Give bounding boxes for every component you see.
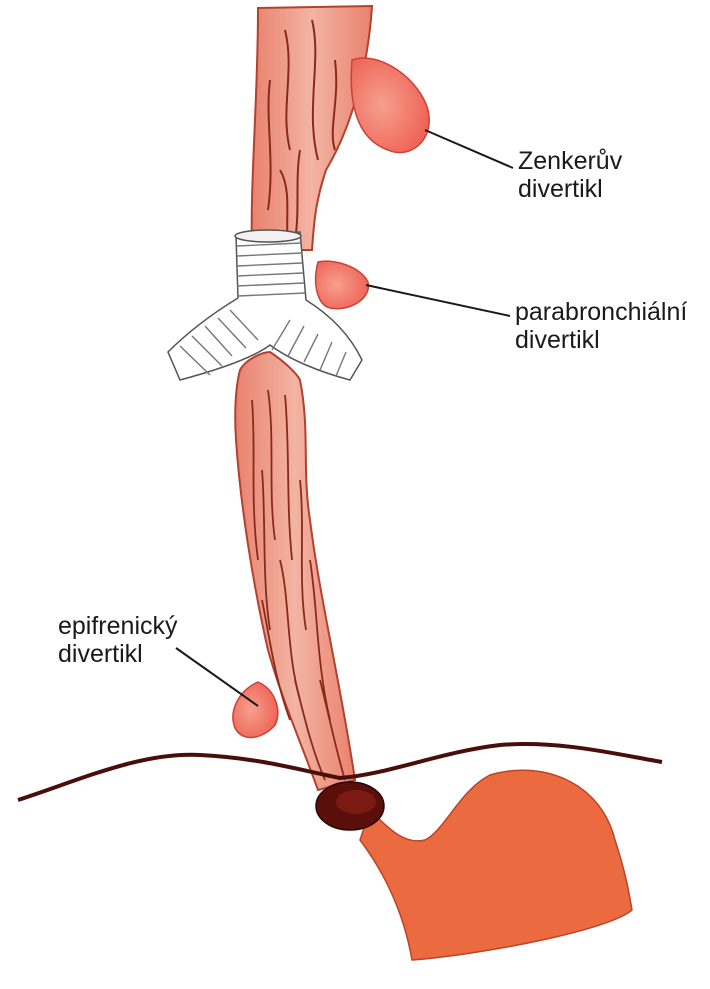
stomach bbox=[360, 770, 632, 960]
epiphrenic-label-line1: epifrenický bbox=[58, 612, 178, 640]
parabronchial-diverticulum-label: parabronchiální divertikl bbox=[515, 298, 687, 354]
zenker-label-line2: divertikl bbox=[518, 175, 622, 203]
parabronchial-label-line2: divertikl bbox=[515, 326, 687, 354]
epiphrenic-leader-line bbox=[176, 648, 258, 706]
zenker-diverticulum-label: Zenkerův divertikl bbox=[518, 147, 622, 203]
epiphrenic-label-line2: divertikl bbox=[58, 640, 178, 668]
zenker-diverticulum bbox=[351, 58, 429, 153]
epiphrenic-diverticulum bbox=[233, 682, 278, 737]
sphincter-highlight bbox=[336, 790, 376, 814]
parabronchial-diverticulum bbox=[316, 261, 369, 309]
parabronchial-label-line1: parabronchiální bbox=[515, 298, 687, 326]
parabronchial-leader-line bbox=[366, 285, 510, 316]
epiphrenic-diverticulum-label: epifrenický divertikl bbox=[58, 612, 178, 668]
zenker-label-line1: Zenkerův bbox=[518, 147, 622, 175]
zenker-leader-line bbox=[425, 130, 513, 168]
